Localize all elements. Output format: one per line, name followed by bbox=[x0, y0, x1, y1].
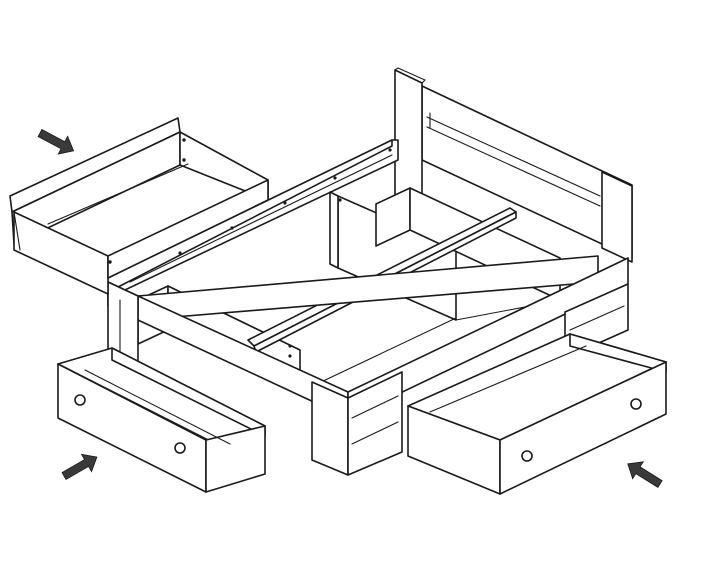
drawer-knob-icon bbox=[74, 394, 86, 406]
insert-arrow-icon bbox=[61, 453, 98, 481]
drawer-top-left bbox=[9, 117, 269, 295]
drawer-knob-icon bbox=[521, 450, 533, 462]
screw-hole-icon bbox=[108, 260, 112, 264]
drawer-bottom-left bbox=[57, 347, 266, 493]
drawer-knob-icon bbox=[174, 442, 186, 454]
screw-hole-icon bbox=[182, 138, 186, 142]
screw-hole-icon bbox=[182, 158, 186, 162]
insert-arrow-icon bbox=[627, 461, 663, 488]
insert-arrow-icon bbox=[37, 128, 75, 155]
drawer-knob-icon bbox=[630, 398, 642, 410]
back-side-rail bbox=[107, 139, 399, 299]
drawer-bottom-right bbox=[407, 333, 667, 495]
